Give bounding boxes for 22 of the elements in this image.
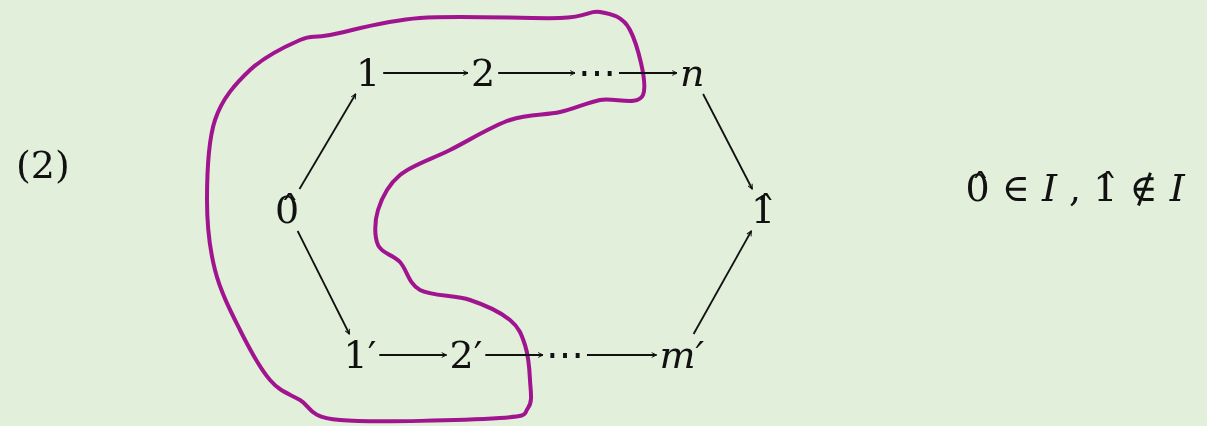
condition-text: 0̂ ∈ I , 1̂ ∉ I bbox=[965, 169, 1185, 207]
arrow bbox=[586, 352, 658, 358]
arrow bbox=[702, 93, 754, 190]
poset-element: ⋯ bbox=[543, 334, 587, 376]
arrow bbox=[692, 230, 753, 335]
poset-element: n bbox=[677, 52, 708, 94]
arrow bbox=[298, 93, 357, 190]
poset-element: 1′ bbox=[340, 334, 380, 376]
arrow bbox=[497, 70, 576, 76]
poset-element: 0̂ bbox=[272, 189, 303, 231]
arrow bbox=[382, 70, 469, 76]
poset-element: 1̂ bbox=[748, 189, 779, 231]
poset-element: m′ bbox=[656, 334, 708, 376]
arrow bbox=[618, 70, 678, 76]
equation-number: (2) bbox=[16, 146, 70, 184]
poset-element: 2′ bbox=[446, 334, 486, 376]
arrow bbox=[484, 352, 544, 358]
poset-element: 2 bbox=[468, 52, 499, 94]
arrow bbox=[296, 230, 351, 335]
poset-element: ⋯ bbox=[575, 52, 619, 94]
arrow bbox=[378, 352, 448, 358]
poset-element: 1 bbox=[353, 52, 384, 94]
